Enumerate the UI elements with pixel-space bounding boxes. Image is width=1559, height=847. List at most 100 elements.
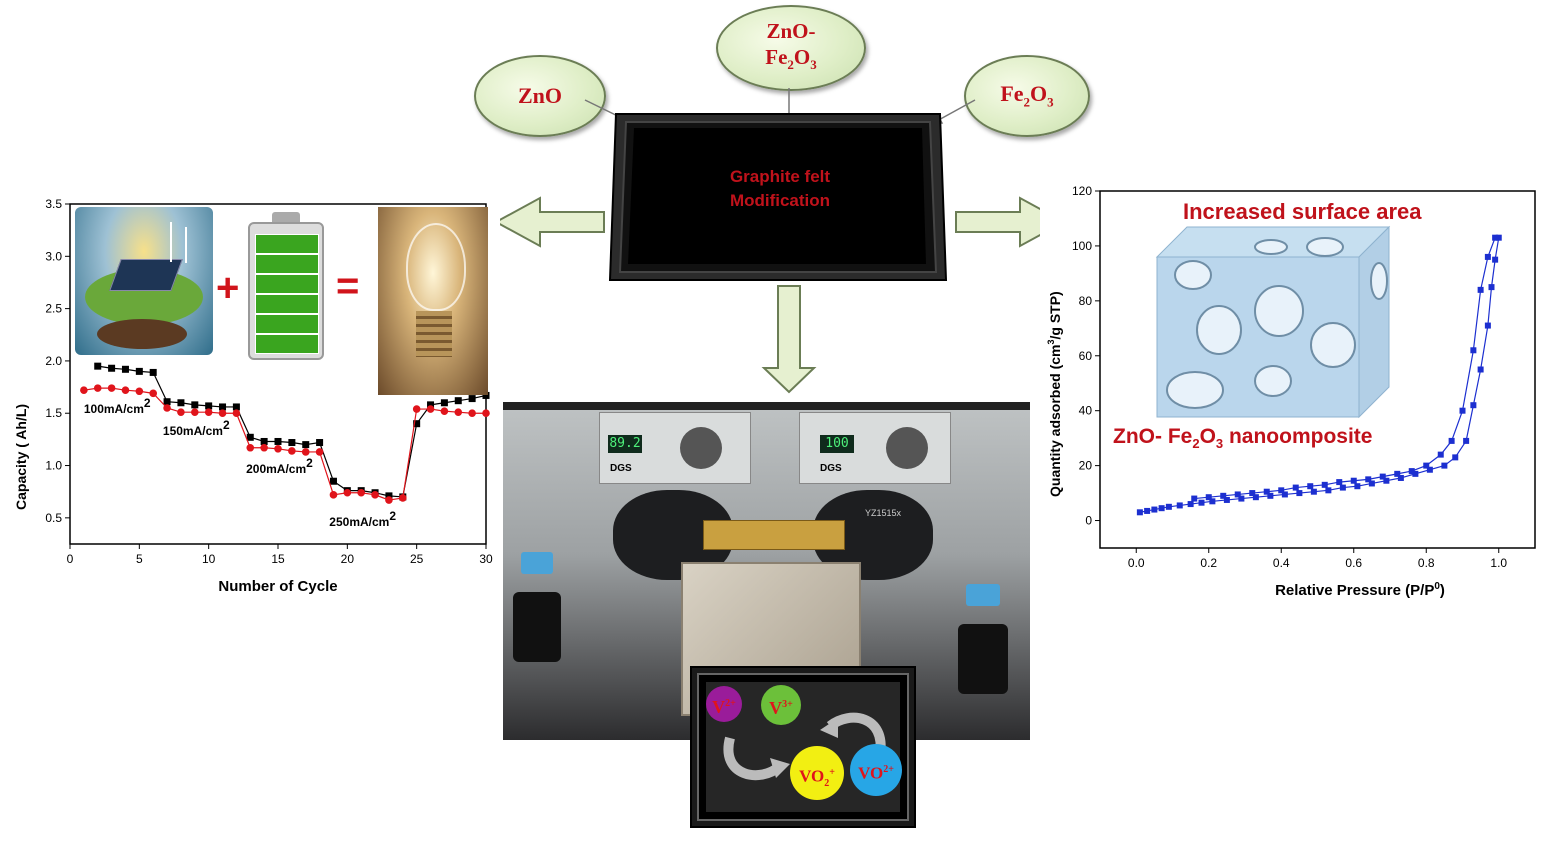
data-point: [1191, 495, 1198, 502]
data-point: [1187, 501, 1194, 508]
data-point: [413, 420, 421, 428]
current-density-label: 100mA/cm2: [84, 396, 151, 416]
data-point: [1397, 474, 1404, 481]
redox-arrow-left: [723, 736, 784, 781]
data-point: [412, 405, 421, 413]
data-point: [316, 439, 324, 447]
data-point: [1368, 480, 1375, 487]
pore: [1166, 371, 1224, 409]
data-point: [440, 399, 448, 407]
data-point: [1379, 473, 1386, 480]
data-point: [371, 491, 379, 499]
data-point: [385, 492, 393, 500]
arrow-left: [493, 196, 605, 248]
capacity-xlabel: Number of Cycle: [218, 578, 337, 595]
pore: [1254, 365, 1292, 397]
data-point: [1441, 462, 1448, 469]
data-point: [1484, 322, 1491, 329]
data-point: [149, 389, 157, 398]
ion-vo-2plus: VO2+: [850, 744, 902, 796]
data-point: [1477, 366, 1484, 373]
data-point: [1296, 490, 1303, 497]
x-tick-label: 0.0: [1128, 556, 1145, 570]
data-point: [440, 407, 449, 415]
data-point: [1394, 470, 1401, 477]
data-point: [107, 384, 116, 392]
x-tick-label: 5: [136, 552, 143, 566]
bubble-zno: ZnO: [474, 55, 606, 137]
data-point: [80, 386, 88, 395]
electrolyte-bottle-left: [513, 552, 561, 662]
pump-right-model: YZ1515x: [865, 508, 902, 518]
pump-left: 89.2 DGS: [599, 412, 751, 484]
data-point: [1151, 506, 1158, 513]
data-point: [274, 437, 282, 445]
x-tick-label: 30: [479, 552, 493, 566]
data-point: [288, 439, 296, 447]
bubble-zno-label: ZnO: [517, 83, 563, 108]
graphite-felt-line1: Graphite felt: [729, 167, 831, 186]
plus-sign: +: [216, 266, 240, 310]
data-point: [1437, 451, 1444, 458]
data-point: [1263, 488, 1270, 495]
data-point: [1492, 234, 1499, 241]
pump-left-display: 89.2: [608, 435, 642, 453]
data-point: [301, 448, 310, 456]
data-point: [482, 391, 490, 399]
data-point: [93, 384, 102, 392]
data-point: [1492, 256, 1499, 263]
pore: [1306, 237, 1344, 257]
data-point: [260, 437, 268, 445]
ion-vo2-plus: VO2+: [790, 746, 844, 800]
capacity-ylabel: Capacity ( Ah/L): [13, 404, 29, 510]
graphite-felt-line2: Modification: [729, 191, 831, 210]
data-point: [204, 408, 213, 416]
data-point: [205, 402, 213, 410]
data-point: [177, 399, 185, 407]
data-point: [1223, 496, 1230, 503]
bulb-glass: [406, 223, 466, 311]
pore: [1370, 262, 1388, 300]
current-density-label: 200mA/cm2: [246, 456, 313, 476]
data-point: [1144, 507, 1151, 514]
bubble-zno-fe2o3-line2: Fe2O3: [765, 44, 817, 73]
bubble-zno-fe2o3-line1: ZnO-: [766, 18, 816, 43]
data-point: [1325, 487, 1332, 494]
data-point: [1470, 347, 1477, 354]
data-point: [1350, 477, 1357, 484]
y-tick-label: 40: [1079, 404, 1093, 418]
data-point: [246, 433, 254, 441]
y-tick-label: 1.5: [45, 406, 62, 420]
bubble-fe2o3-label: Fe2O3: [1000, 81, 1054, 110]
copper-electrode: [703, 520, 845, 550]
data-point: [357, 488, 366, 497]
current-density-label: 250mA/cm2: [329, 509, 396, 529]
equals-sign: =: [336, 264, 360, 308]
electrolyte-bottle-right: [958, 584, 1008, 694]
data-point: [1209, 498, 1216, 505]
battery-icon: [248, 212, 324, 360]
data-point: [260, 443, 268, 452]
data-point: [385, 496, 393, 504]
y-tick-label: 100: [1072, 239, 1092, 253]
data-point: [288, 447, 296, 455]
data-point: [329, 491, 338, 499]
data-point: [399, 494, 407, 502]
wind-turbine-icon: [170, 222, 172, 262]
data-point: [1176, 502, 1183, 509]
data-point: [468, 395, 476, 403]
y-tick-label: 3.0: [45, 249, 62, 263]
y-tick-label: 0.5: [45, 511, 62, 525]
data-point: [246, 443, 255, 452]
data-point: [1470, 402, 1477, 409]
y-tick-label: 1.0: [45, 459, 62, 473]
ion-v2: V2+: [706, 686, 742, 722]
x-tick-label: 0.2: [1200, 556, 1217, 570]
data-point: [163, 404, 171, 412]
data-point: [1495, 234, 1502, 241]
x-tick-label: 0: [67, 552, 74, 566]
data-point: [108, 364, 116, 372]
bet-caption: ZnO- Fe2O3 nanoomposite: [1113, 425, 1373, 452]
data-point: [191, 408, 199, 416]
